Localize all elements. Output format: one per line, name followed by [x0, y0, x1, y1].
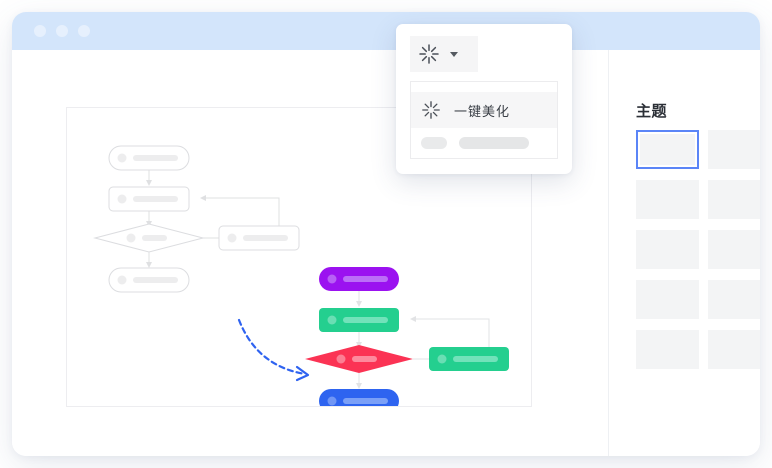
- after-node-decision[interactable]: [305, 345, 413, 373]
- theme-panel: 主题: [608, 50, 760, 456]
- sparkle-icon: [421, 100, 441, 120]
- after-node-process-1[interactable]: [319, 308, 399, 332]
- after-flowchart[interactable]: [305, 267, 509, 406]
- theme-tile-9[interactable]: [636, 330, 699, 369]
- after-node-end[interactable]: [319, 389, 399, 406]
- window-minimize-dot[interactable]: [56, 25, 68, 37]
- after-node-process-2[interactable]: [429, 347, 509, 371]
- before-node-process-2[interactable]: [218, 225, 300, 251]
- theme-tile-2[interactable]: [708, 130, 760, 169]
- transform-arrow: [237, 318, 310, 382]
- theme-tile-4[interactable]: [708, 180, 760, 219]
- before-node-start[interactable]: [108, 145, 190, 171]
- theme-tile-7[interactable]: [636, 280, 699, 319]
- menu-item-placeholder[interactable]: [411, 128, 557, 158]
- window-controls: [34, 25, 90, 37]
- before-node-process-1[interactable]: [108, 186, 190, 212]
- sparkle-icon: [418, 43, 440, 65]
- before-node-end[interactable]: [108, 267, 190, 293]
- dropdown-spacer: [411, 82, 557, 92]
- placeholder-icon: [421, 137, 447, 149]
- title-bar: [12, 12, 760, 50]
- theme-grid: [636, 130, 760, 369]
- theme-tile-5[interactable]: [636, 230, 699, 269]
- after-connectors: [358, 291, 490, 386]
- window-maximize-dot[interactable]: [78, 25, 90, 37]
- panel-divider: [608, 50, 609, 456]
- theme-tile-8[interactable]: [708, 280, 760, 319]
- beautify-popover: 一键美化: [396, 24, 572, 174]
- theme-tile-3[interactable]: [636, 180, 699, 219]
- app-body: 主题: [12, 50, 760, 456]
- canvas-artboard: [93, 145, 509, 406]
- theme-tile-10[interactable]: [708, 330, 760, 369]
- panel-title: 主题: [636, 103, 668, 120]
- before-node-decision[interactable]: [93, 223, 205, 253]
- theme-tile-1[interactable]: [636, 130, 699, 169]
- beautify-dropdown: 一键美化: [410, 81, 558, 159]
- before-connectors: [148, 170, 280, 265]
- theme-tile-6[interactable]: [708, 230, 760, 269]
- placeholder-label: [459, 137, 529, 149]
- beautify-tool-button[interactable]: [410, 36, 478, 72]
- chevron-down-icon[interactable]: [450, 51, 458, 57]
- after-node-start[interactable]: [319, 267, 399, 291]
- app-window: 主题: [12, 12, 760, 456]
- menu-item-one-click-beautify[interactable]: 一键美化: [411, 92, 557, 128]
- before-flowchart[interactable]: [93, 145, 300, 293]
- menu-item-label: 一键美化: [454, 103, 511, 119]
- window-close-dot[interactable]: [34, 25, 46, 37]
